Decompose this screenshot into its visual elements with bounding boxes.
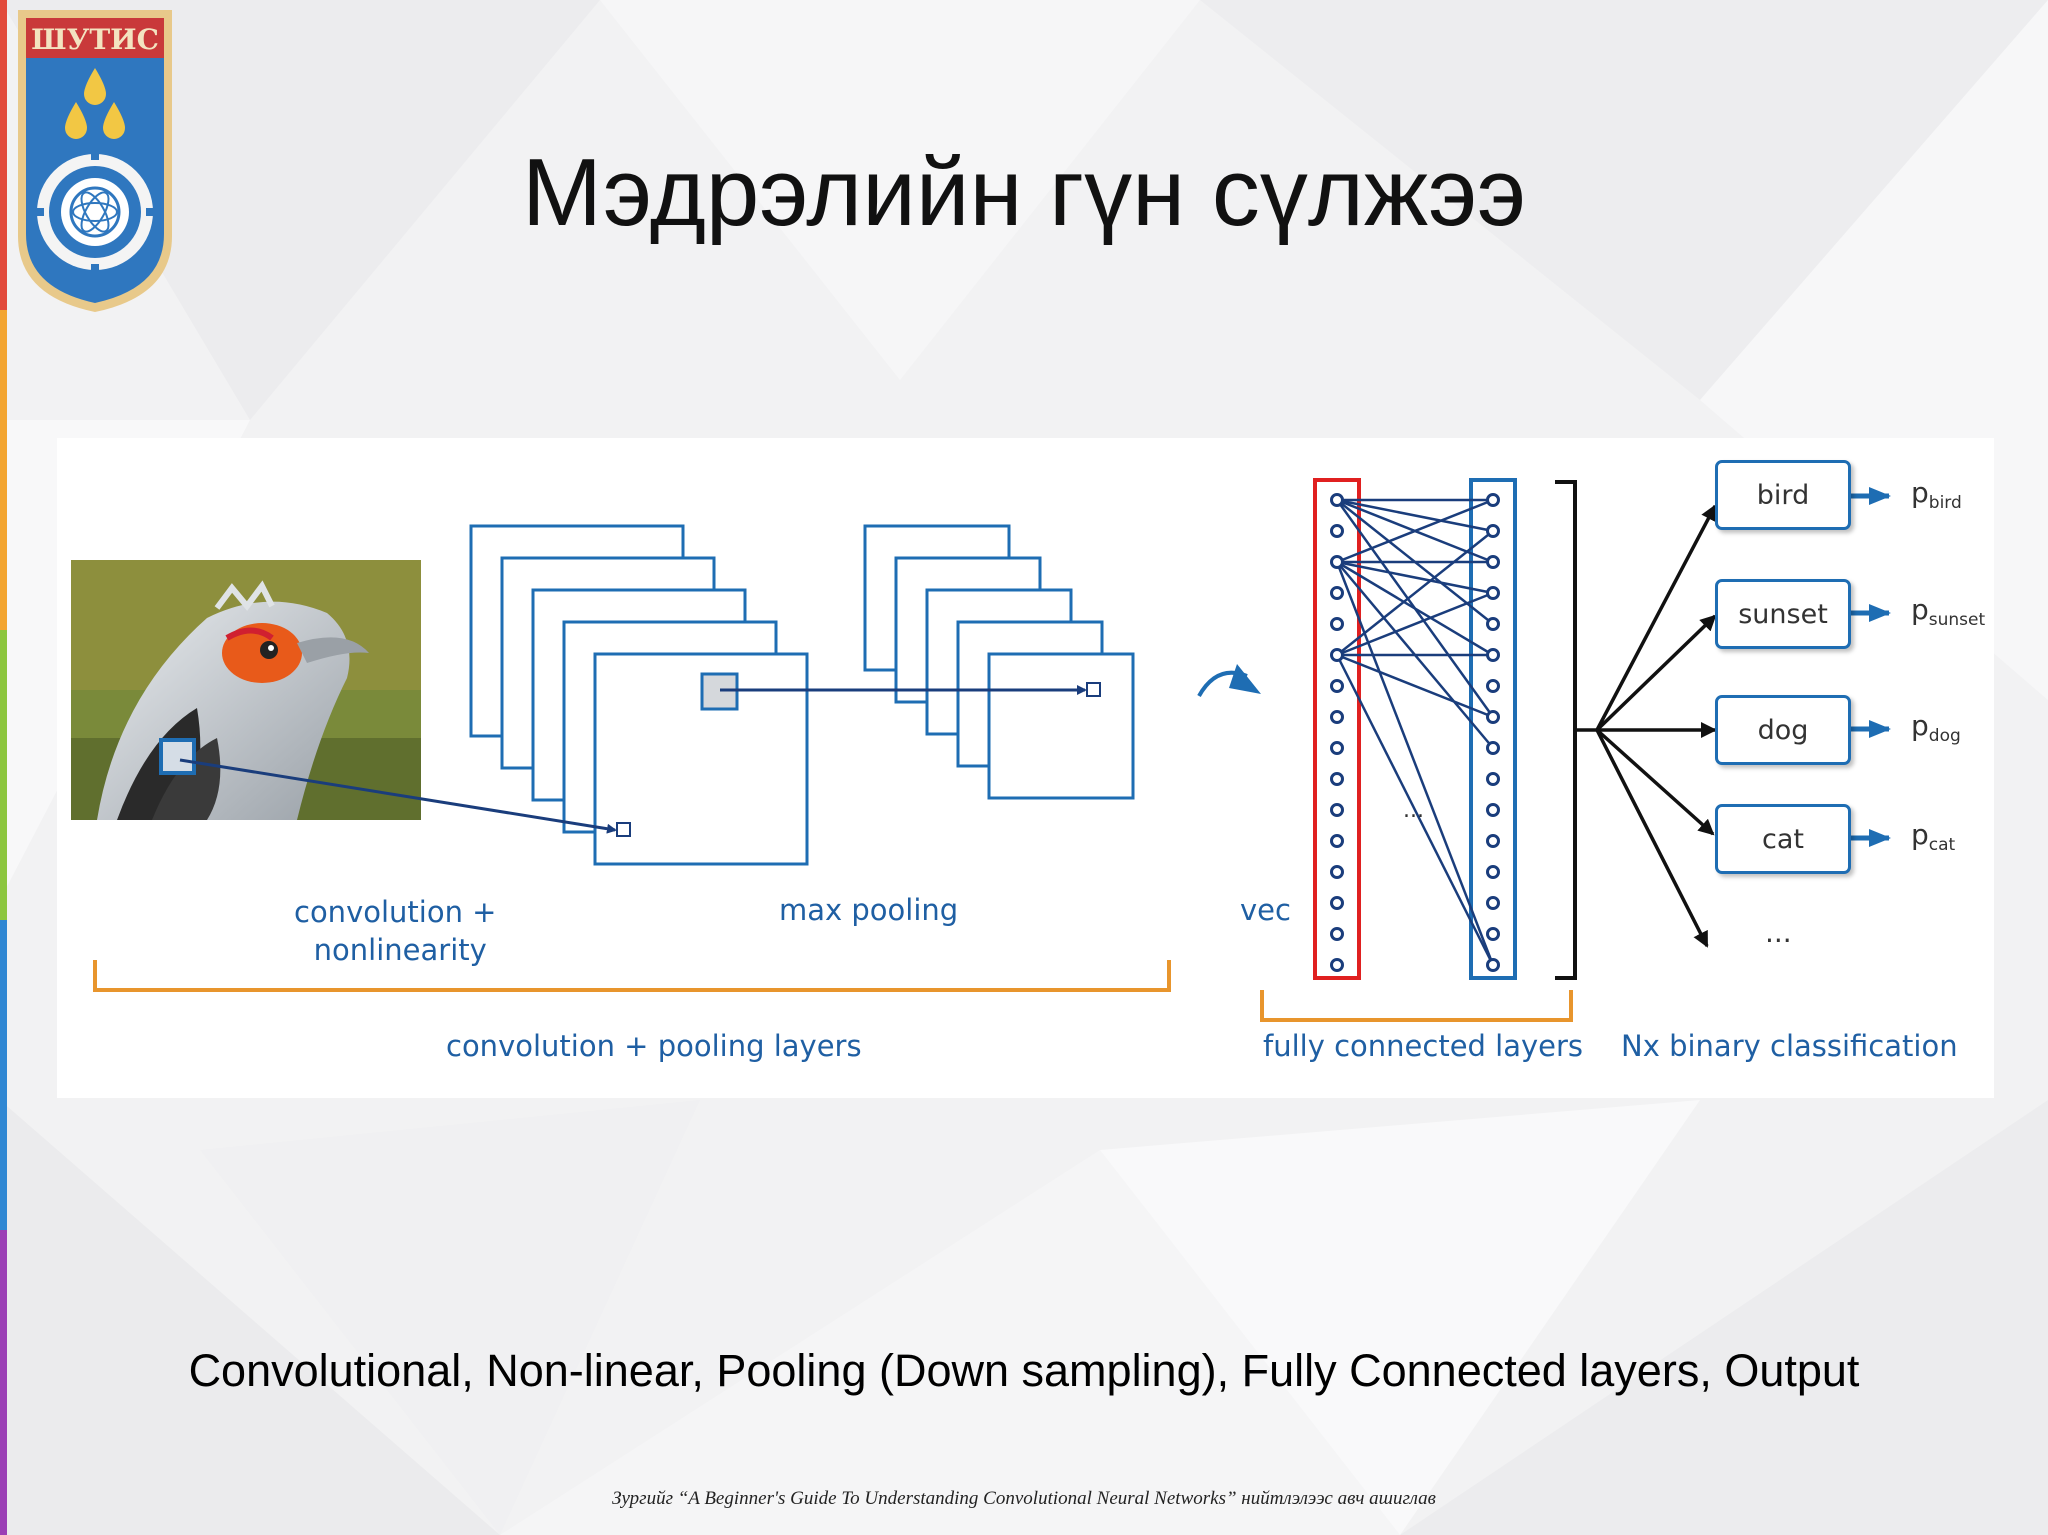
prob-symbol: p	[1911, 476, 1929, 509]
prob-symbol: p	[1911, 593, 1929, 626]
slide-caption: Convolutional, Non-linear, Pooling (Down…	[188, 1345, 1860, 1396]
vec-nodes	[1330, 493, 1344, 972]
left-color-stripe	[0, 0, 7, 1535]
class-box-dog: dog	[1715, 695, 1851, 765]
conv-pool-layers-label: convolution + pooling layers	[446, 1029, 862, 1063]
probability-arrows	[1851, 487, 1891, 847]
conv-label-line2: nonlinearity	[313, 932, 487, 967]
prob-bird: pbird	[1911, 476, 1962, 513]
class-box-sunset: sunset	[1715, 579, 1851, 649]
vec-column	[1313, 478, 1361, 980]
cnn-diagram-graphics	[71, 478, 1891, 1022]
fc-edges	[1335, 498, 1495, 966]
svg-text:ШУТИС: ШУТИС	[31, 23, 159, 56]
slide-title: Мэдрэлийн гүн сүлжээ	[521, 139, 1527, 246]
university-logo: ШУТИС	[18, 10, 172, 312]
image-citation: Зургийг “A Beginner's Guide To Understan…	[612, 1488, 1436, 1509]
prob-sunset: psunset	[1911, 593, 1985, 630]
pooled-feature-maps	[863, 524, 1135, 800]
output-fan-arrows	[1575, 504, 1717, 948]
prob-cat: pcat	[1911, 818, 1955, 855]
prob-sub: sunset	[1928, 610, 1986, 630]
bird-photo	[71, 560, 421, 820]
cnn-diagram: convolution + nonlinearity max pooling v…	[57, 438, 1994, 1098]
prob-sub: cat	[1928, 835, 1956, 855]
fc-nodes	[1486, 493, 1500, 972]
conv-arrow	[179, 758, 617, 834]
vec-label: vec	[1240, 893, 1291, 927]
prob-sub: bird	[1928, 493, 1962, 513]
class-ellipsis: ...	[1765, 916, 1792, 949]
class-box-bird: bird	[1715, 460, 1851, 530]
prob-dog: pdog	[1911, 709, 1961, 746]
prob-sub: dog	[1928, 726, 1961, 746]
fc-ellipsis: ...	[1403, 798, 1424, 823]
conv-label-line1: convolution +	[294, 895, 497, 929]
conv-feature-maps	[469, 524, 809, 866]
prob-symbol: p	[1911, 818, 1929, 851]
fc-column	[1469, 478, 1517, 980]
class-box-cat: cat	[1715, 804, 1851, 874]
fc-layers-label: fully connected layers	[1263, 1029, 1584, 1063]
nx-binary-label: Nx binary classification	[1621, 1029, 1958, 1063]
prob-symbol: p	[1911, 709, 1929, 742]
fc-layers-bracket	[1260, 990, 1573, 1022]
conv-nonlinearity-label: convolution + nonlinearity	[294, 894, 496, 969]
max-pooling-label: max pooling	[779, 893, 959, 927]
image-receptive-field	[159, 738, 196, 775]
conv-pool-bracket	[93, 960, 1171, 992]
fc-bracket	[1555, 480, 1577, 980]
